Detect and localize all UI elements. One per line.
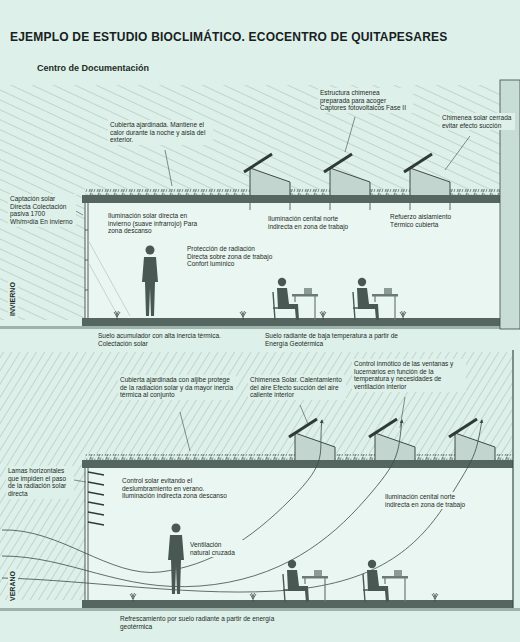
facade-frame [85,230,88,290]
pv-panel [244,154,272,172]
roof-slab [82,460,513,468]
roof-slab [82,195,507,203]
end-wall [512,350,513,608]
annotation: Refuerzo aislamiento Térmico cubierta [388,212,466,229]
solar-chimneys [295,433,495,460]
person-seated [283,560,328,602]
annotation: Cubierta ajardinada. Mantiene el calor d… [108,120,213,145]
room-interior [85,468,513,600]
pv-panel [324,154,352,172]
ground-line [0,608,520,611]
well-walls [250,203,450,210]
annotation: Captación solar Directa Colectación pasi… [8,194,76,227]
annotation: Cubierta ajardinada con aljibe protege d… [118,375,236,400]
annotation: Ventilación natural cruzada [188,540,244,557]
ground-line [0,326,520,329]
annotation: Suelo radiante de baja temperatura a par… [263,331,408,348]
annotation: Refrescamiento por suelo radiante a part… [118,614,293,631]
annotation: Protección de radiación Directa sobre zo… [185,244,275,269]
chimney [410,168,450,195]
summer-section [0,350,520,611]
chimney [330,168,370,195]
title: EJEMPLO DE ESTUDIO BIOCLIMÁTICO. ECOCENT… [10,30,447,44]
louvers [88,472,104,525]
glass-facade [85,468,88,600]
plant [130,593,136,602]
sun-rays [0,352,512,600]
season-label: INVIERNO [8,280,18,318]
interior-rays [88,240,130,316]
plant [250,593,256,602]
leader-lines [74,117,470,215]
annotation: Chimenea Solar. Calentamiento del aire E… [248,375,346,400]
annotation: Estructura chimenea preparada para acoge… [318,88,413,113]
leader-lines [74,397,405,482]
annotation: Control solar evitando el deslumbramient… [120,476,234,501]
annotation: Chimenea solar cerrada evitar efecto suc… [440,113,515,130]
person-standing [168,524,184,595]
person-seated [363,560,408,602]
annotation: Suelo acumulador con alta inercia térmic… [96,331,231,348]
airflow [2,420,482,592]
floor-slab [82,600,513,608]
plant [240,311,246,320]
pv-panels [289,419,477,437]
pv-panel [404,154,432,172]
annotation: Control inmótico de las ventanas y lucer… [352,359,466,392]
person-standing [142,246,158,317]
plant [432,593,438,602]
light-wells [250,203,450,210]
person-seated [273,278,318,320]
pv-panels [244,154,432,172]
floor-slab [82,318,507,326]
annotation: Iluminación cenital norte indirecta en z… [383,492,471,509]
subtitle: Centro de Documentación [35,62,205,75]
solar-chimneys [250,168,450,195]
season-label: VERANO [8,569,18,603]
annotation: Lamas horizontales que impiden el paso d… [6,466,74,499]
annotation: Iluminación solar directa en invierno (s… [106,211,204,236]
plant [320,311,326,320]
winter-section [0,80,520,329]
person-seated [353,278,398,320]
annotation: Iluminación cenital norte indirecta en z… [266,214,360,231]
plant [114,311,120,320]
plant [400,311,406,320]
glass-facade [85,203,88,318]
chimney [250,168,290,195]
